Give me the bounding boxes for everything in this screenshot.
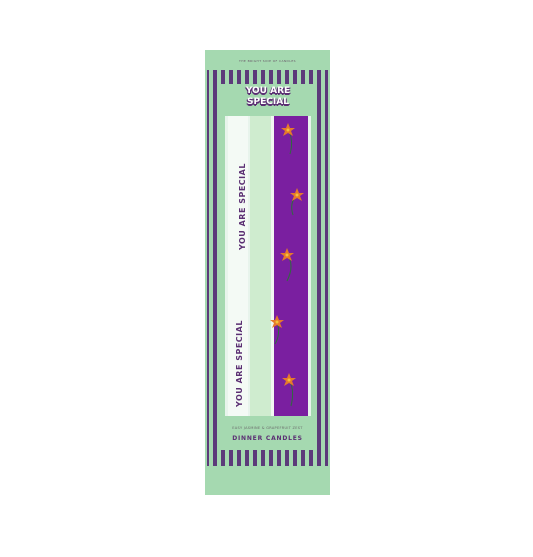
flower-icon bbox=[270, 315, 284, 345]
flower-icon bbox=[281, 123, 295, 155]
candle-text-lower: YOU ARE SPECIAL bbox=[235, 320, 244, 407]
candle-box: THE BRIGHT SIDE OF CANDLES YOU ARE SPECI… bbox=[205, 50, 330, 495]
logo-line-2: SPECIAL bbox=[247, 97, 289, 107]
mint-candle bbox=[250, 116, 271, 416]
product-name: DINNER CANDLES bbox=[232, 435, 303, 442]
candle-text-upper: YOU ARE SPECIAL bbox=[238, 163, 247, 250]
flower-icon bbox=[282, 373, 296, 407]
flower-icon bbox=[280, 248, 294, 282]
brand-label: THE BRIGHT SIDE OF CANDLES bbox=[239, 59, 296, 63]
logo-line-1: YOU ARE bbox=[245, 86, 291, 96]
white-candle bbox=[228, 116, 248, 416]
flower-icon bbox=[290, 188, 304, 216]
logo-title: YOU ARE SPECIAL bbox=[223, 86, 313, 108]
scent-label: EASY JASMINE & GRAPEFRUIT ZEST bbox=[232, 426, 303, 430]
box-artwork bbox=[205, 50, 330, 495]
